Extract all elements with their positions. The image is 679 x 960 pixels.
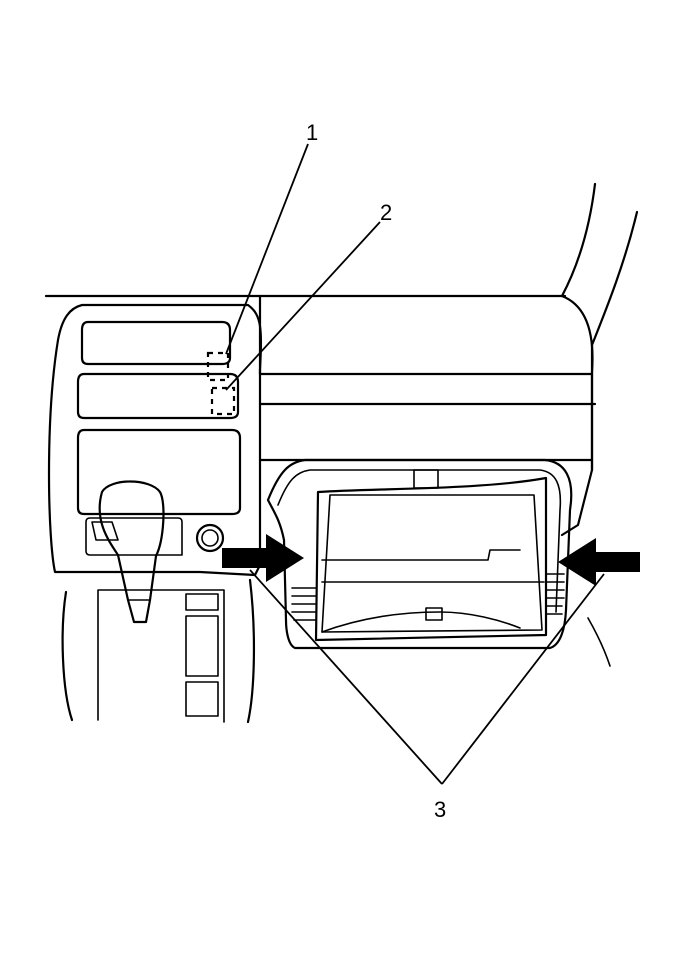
leader-line-2 [225,221,381,391]
glove-box-bin-shelf [321,549,521,561]
leader-line-3b [441,573,605,785]
push-arrow-left [222,534,304,582]
dash-right-body [258,294,594,537]
windshield-pillar-line [590,210,639,472]
glove-box-bin [314,476,548,642]
center-console-outline [47,303,263,577]
leader-line-3a [249,569,443,785]
grille-slats-left [291,587,317,621]
lower-console-outline [61,578,256,724]
leader-line-1 [225,143,309,355]
location-marker-1 [206,351,230,382]
push-arrow-right [558,538,640,586]
grille-slats-right [545,573,565,615]
location-marker-2 [210,386,236,416]
climate-control-panel [76,428,242,516]
glove-box-bin-inner [321,494,543,633]
round-knob-inner [201,529,219,547]
radio-slot-upper [80,320,232,366]
glove-box-bin-bottom-curve [321,611,521,633]
shift-gate-panel [97,589,225,723]
glove-box-bin-tab [425,607,443,621]
gear-shift-knob [98,480,165,624]
lower-control-box [85,517,183,556]
glove-box-latch [413,469,439,489]
callout-3: 3 [434,797,446,822]
dash-lower-right-curve [587,617,611,667]
round-knob [195,523,225,553]
glove-box-opening [266,458,573,650]
callout-2: 2 [380,200,392,225]
callout-1: 1 [306,120,318,145]
console-button-stack [185,593,219,717]
gear-shift-button [91,521,119,541]
glove-box-opening-inner [277,469,562,613]
windshield-pillar-line [560,182,597,298]
